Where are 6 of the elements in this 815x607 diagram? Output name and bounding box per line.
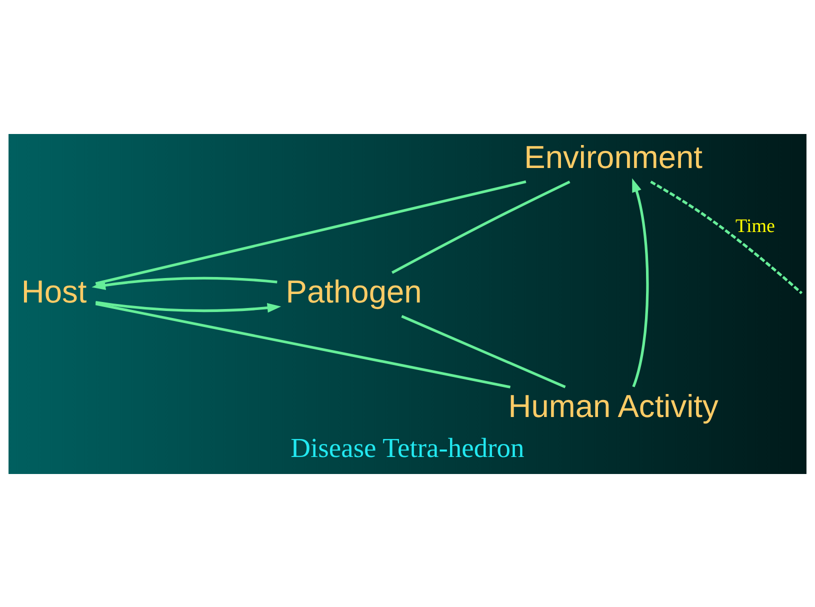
node-text: Host [21,272,87,309]
edge-label: Time [735,215,776,236]
node-text: Pathogen [286,272,422,309]
node-text: Human Activity [508,387,718,424]
node-text: Environment [524,138,702,174]
caption: Disease Tetra-hedron [290,431,524,462]
